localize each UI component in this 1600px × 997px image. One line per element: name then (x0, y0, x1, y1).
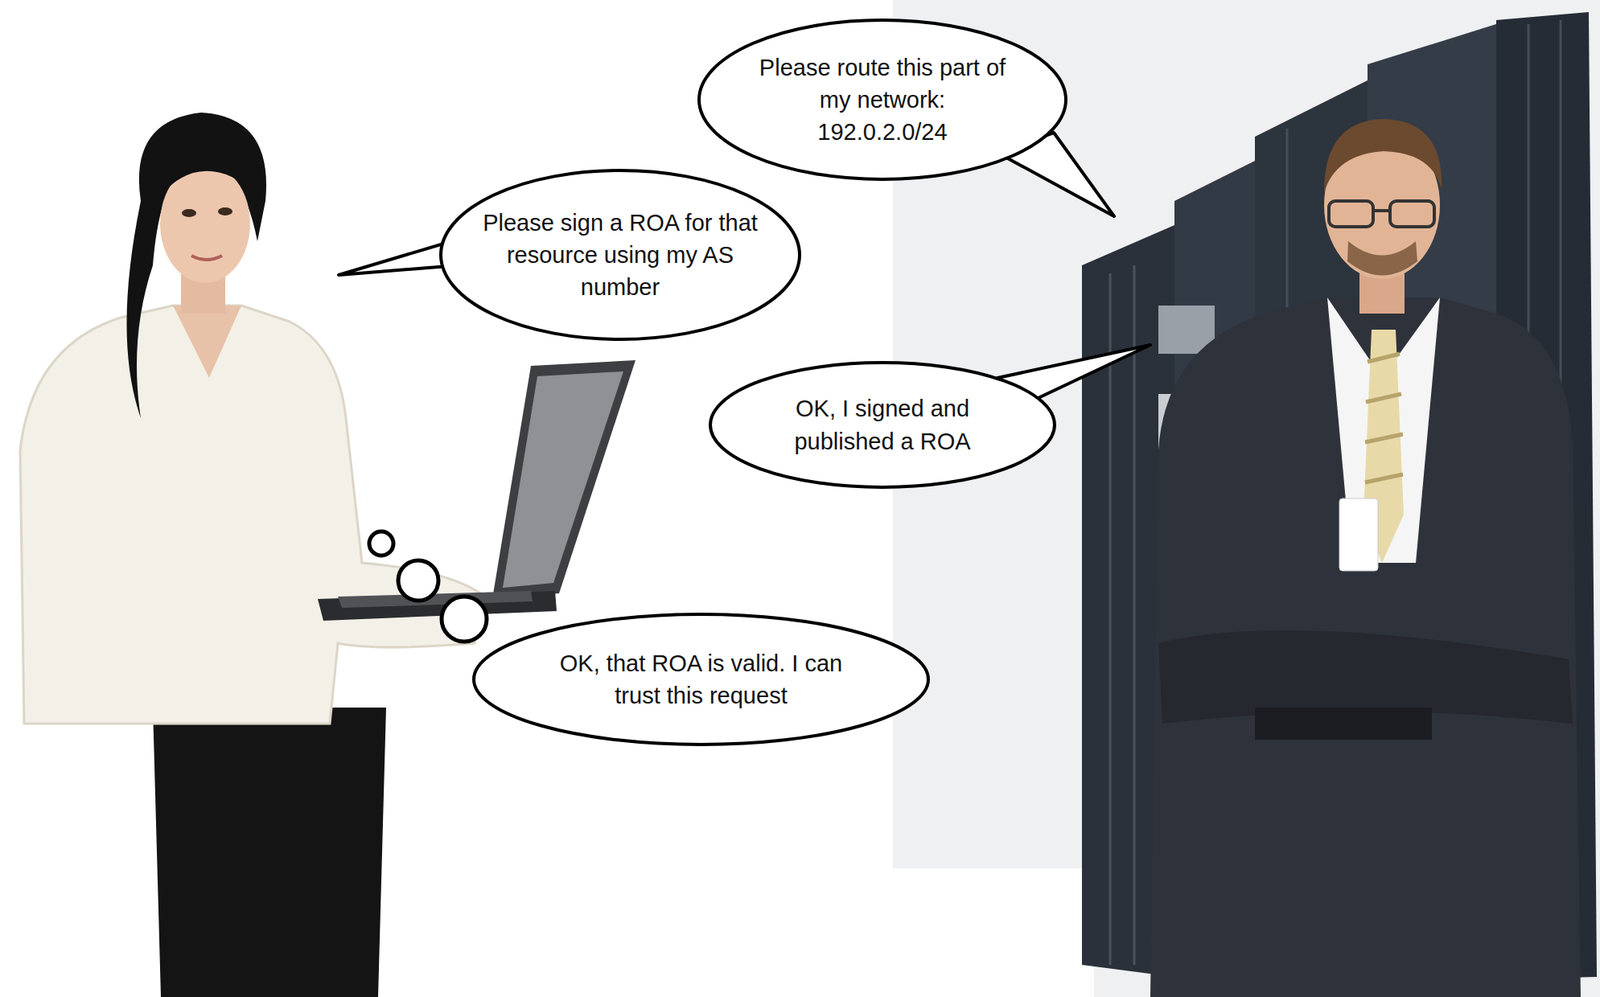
bubble-ellipse (699, 20, 1066, 180)
bubble-outline (471, 612, 931, 748)
speech-bubble: OK, I signed and published a ROA (707, 360, 1058, 490)
bubble-outline (707, 360, 1058, 490)
bubble-ellipse (710, 362, 1055, 488)
speech-bubble: Please route this part of my network: 19… (696, 17, 1069, 182)
thought-dot (441, 596, 487, 642)
bubble-ellipse (473, 614, 929, 745)
bubble-text: OK, that ROA is valid. I can trust this … (543, 647, 859, 712)
bubble-ellipse (440, 170, 800, 340)
speech-bubble: Please sign a ROA for that resource usin… (438, 168, 803, 342)
bubble-text: OK, I signed and published a ROA (772, 392, 993, 457)
bubble-text: Please route this part of my network: 19… (752, 51, 1012, 149)
bubble-text-box: Please route this part of my network: 19… (696, 51, 1069, 149)
thought-bubble: OK, that ROA is valid. I can trust this … (471, 612, 931, 748)
laptop (317, 360, 636, 622)
man-figure (1150, 119, 1581, 997)
bubble-text-box: Please sign a ROA for that resource usin… (438, 206, 803, 304)
floor (892, 868, 1095, 997)
bubble-text-box: OK, that ROA is valid. I can trust this … (471, 647, 931, 712)
bubble-text-box: OK, I signed and published a ROA (707, 392, 1058, 457)
woman-figure (20, 112, 483, 997)
bubble-tails (338, 132, 1151, 601)
bubble-text: Please sign a ROA for that resource usin… (482, 206, 758, 304)
